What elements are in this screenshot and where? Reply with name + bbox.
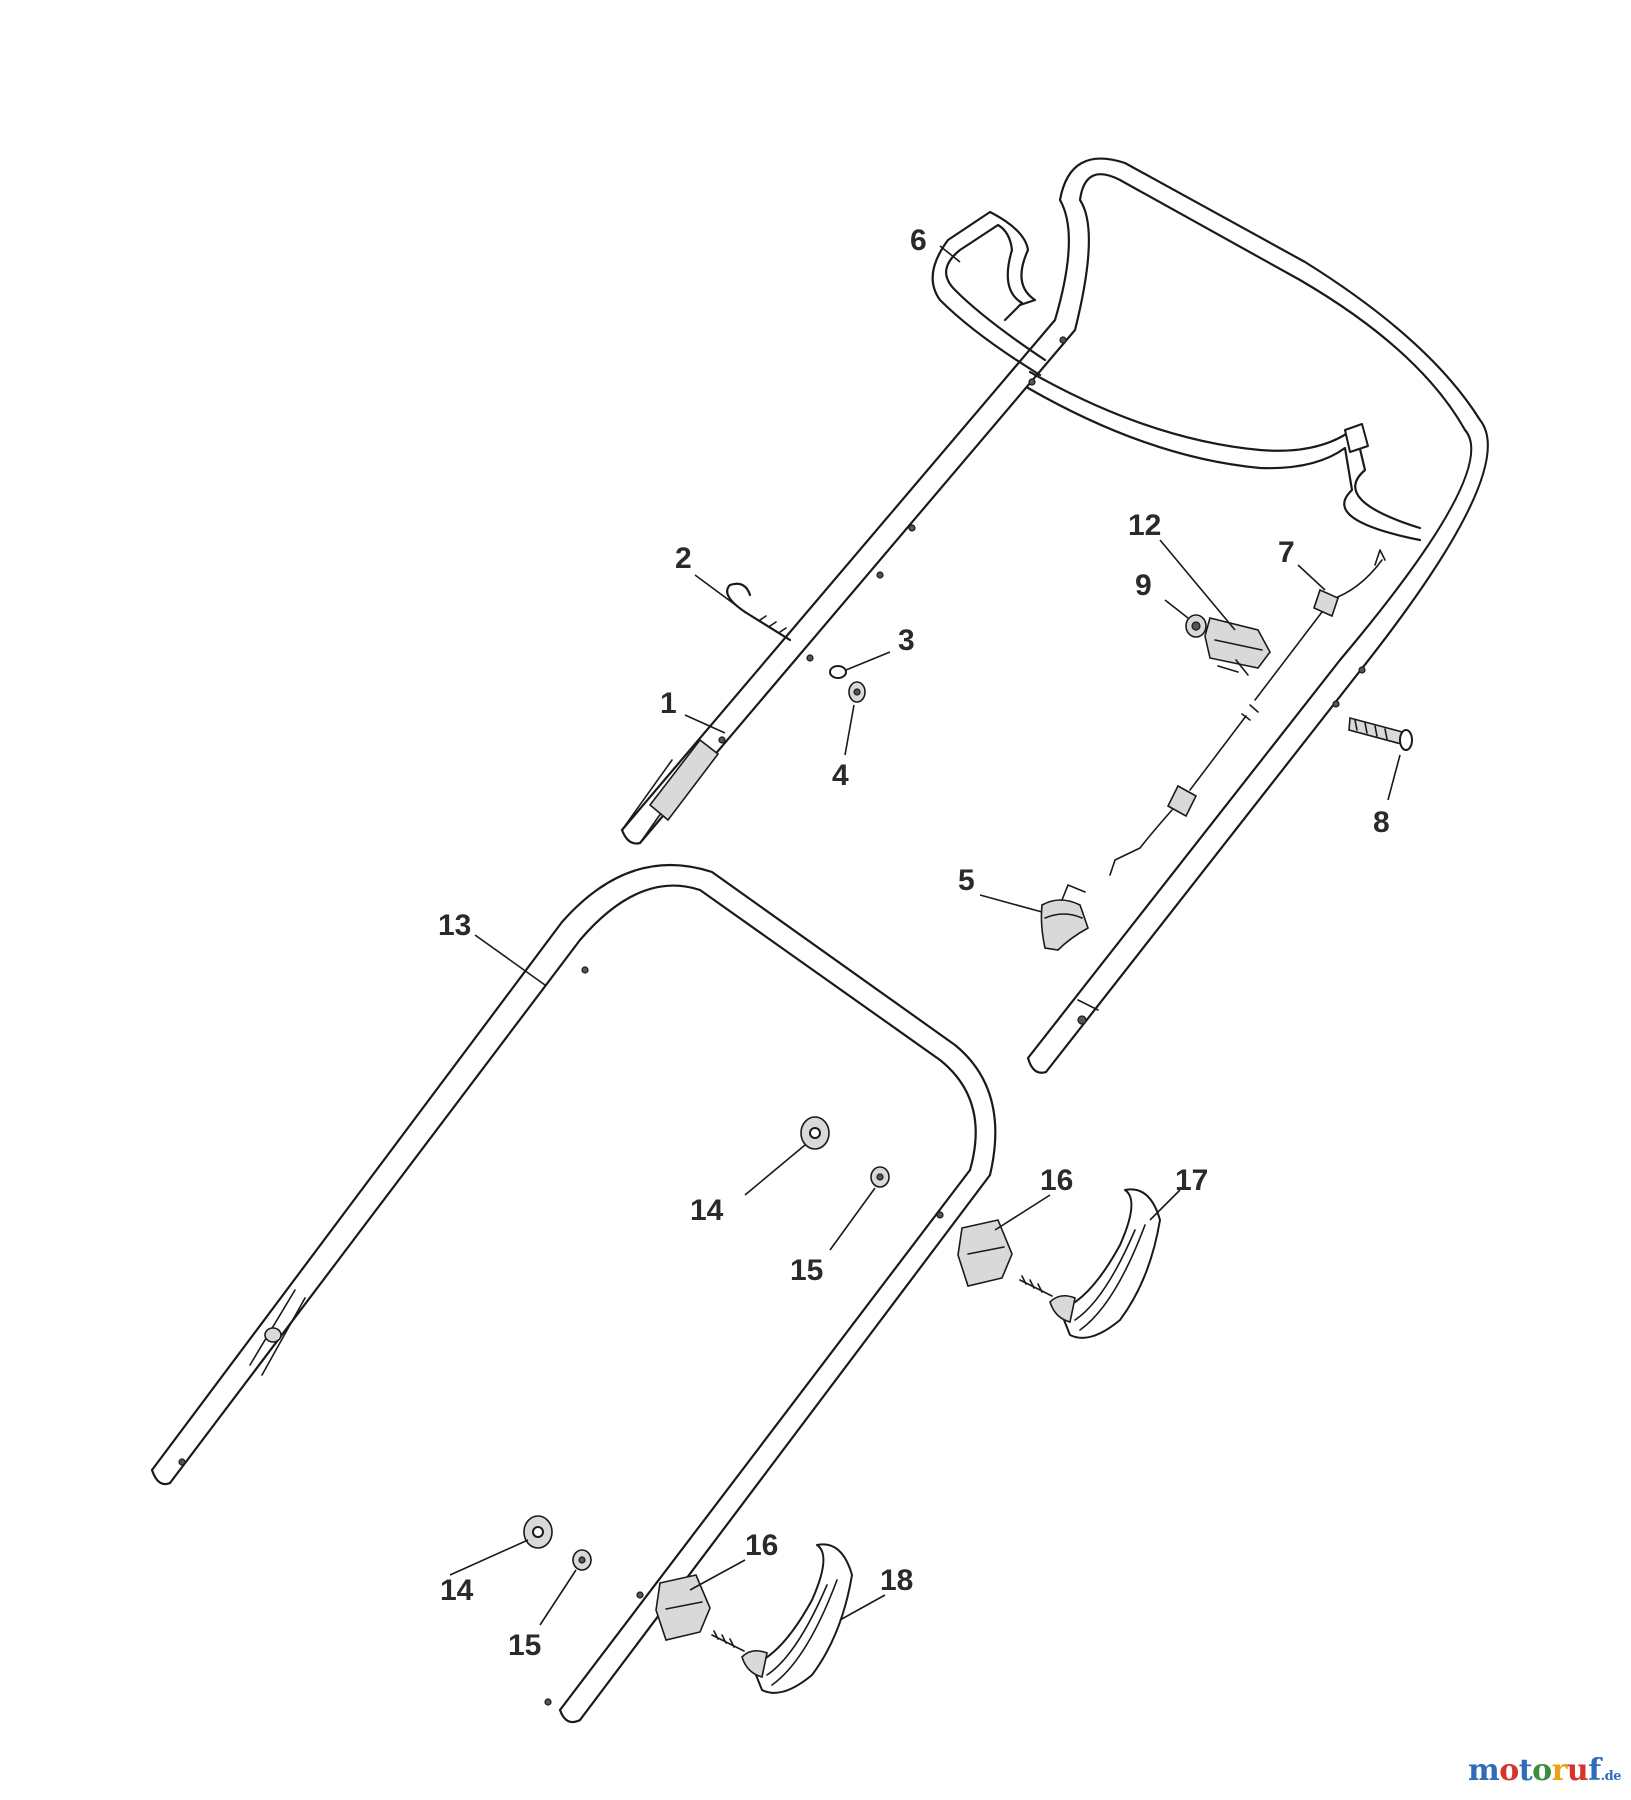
- motoruf-logo: motoruf.de: [1467, 1753, 1622, 1788]
- bolt: [1348, 716, 1413, 751]
- callout-9: 9: [1135, 569, 1152, 602]
- callout-16-lower: 16: [745, 1529, 778, 1562]
- hook-bolt: [726, 582, 792, 642]
- leader-lines: [449, 245, 1401, 1626]
- nut-and-cable-clip: [1185, 614, 1271, 676]
- callout-13: 13: [438, 909, 471, 942]
- control-cable: [1109, 549, 1386, 876]
- callout-7: 7: [1278, 536, 1295, 569]
- spacers: [655, 1219, 1013, 1641]
- quick-release-knobs: [711, 1188, 1161, 1694]
- callout-15-upper: 15: [790, 1254, 823, 1287]
- callout-15-lower: 15: [508, 1629, 541, 1662]
- upper-handle: [620, 157, 1489, 1074]
- callout-8: 8: [1373, 806, 1390, 839]
- washer-and-nut: [829, 665, 866, 703]
- callout-14-lower: 14: [440, 1574, 474, 1607]
- callout-5: 5: [958, 864, 975, 897]
- callout-17: 17: [1175, 1164, 1208, 1197]
- callout-2: 2: [675, 542, 692, 575]
- callout-18: 18: [880, 1564, 913, 1597]
- cable-clip: [1040, 884, 1089, 951]
- operator-bail-bar: [931, 210, 1422, 542]
- callout-3: 3: [898, 624, 915, 657]
- callout-6: 6: [910, 224, 927, 257]
- callout-12: 12: [1128, 509, 1161, 542]
- star-washers-and-nuts: [523, 1116, 890, 1571]
- callout-1: 1: [660, 687, 677, 720]
- callout-16-upper: 16: [1040, 1164, 1073, 1197]
- callout-14-upper: 14: [690, 1194, 724, 1227]
- callout-labels: 1 2 3 4 5 6 7 8 9 12 13 14 15 14 15 16 1…: [438, 224, 1390, 1662]
- callout-4: 4: [832, 759, 849, 792]
- lower-handle: [150, 863, 997, 1724]
